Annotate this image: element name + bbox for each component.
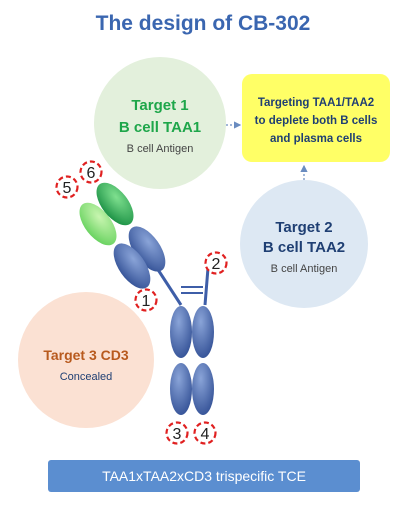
site-marker-5: 5 bbox=[55, 175, 79, 199]
target1-subtitle: B cell Antigen bbox=[127, 143, 194, 155]
goal-line-1: Targeting TAA1/TAA2 bbox=[258, 97, 374, 109]
site-label-2: 2 bbox=[212, 256, 221, 273]
fc-left-upper bbox=[170, 306, 192, 358]
target2-title: Target 2 bbox=[275, 219, 332, 236]
diagram-title: The design of CB-302 bbox=[95, 12, 311, 35]
goal-line-2: to deplete both B cells bbox=[255, 115, 378, 127]
target3-subtitle: Concealed bbox=[60, 371, 113, 383]
goal-box bbox=[242, 74, 390, 162]
site-label-5: 5 bbox=[63, 180, 72, 197]
molecule-format-banner: TAA1xTAA2xCD3 trispecific TCE bbox=[48, 460, 360, 492]
target3-title: Target 3 CD3 bbox=[43, 347, 129, 363]
target2-antigen: B cell TAA2 bbox=[263, 239, 345, 256]
site-marker-4: 4 bbox=[193, 421, 217, 445]
fab-dark-green bbox=[96, 182, 134, 226]
fc-right-upper bbox=[192, 306, 214, 358]
antibody bbox=[79, 182, 214, 415]
site-marker-3: 3 bbox=[165, 421, 189, 445]
fab-blue-upper bbox=[128, 226, 166, 272]
fc-right-lower bbox=[192, 363, 214, 415]
site-marker-6: 6 bbox=[79, 160, 103, 184]
target1-title: Target 1 bbox=[131, 97, 188, 114]
site-marker-2: 2 bbox=[204, 251, 228, 275]
site-label-4: 4 bbox=[201, 426, 210, 443]
target1-circle bbox=[94, 57, 226, 189]
site-label-3: 3 bbox=[173, 426, 182, 443]
site-marker-1: 1 bbox=[134, 288, 158, 312]
fc-left-lower bbox=[170, 363, 192, 415]
fab-light-green bbox=[79, 202, 117, 246]
site-label-6: 6 bbox=[87, 165, 96, 182]
target1-antigen: B cell TAA1 bbox=[119, 119, 201, 136]
fab-blue-lower bbox=[113, 243, 151, 289]
right-arm bbox=[203, 267, 210, 306]
site-label-1: 1 bbox=[142, 293, 151, 310]
goal-line-3: and plasma cells bbox=[270, 133, 362, 145]
target3-circle bbox=[18, 292, 154, 428]
target2-subtitle: B cell Antigen bbox=[271, 263, 338, 275]
target2-circle bbox=[240, 180, 368, 308]
